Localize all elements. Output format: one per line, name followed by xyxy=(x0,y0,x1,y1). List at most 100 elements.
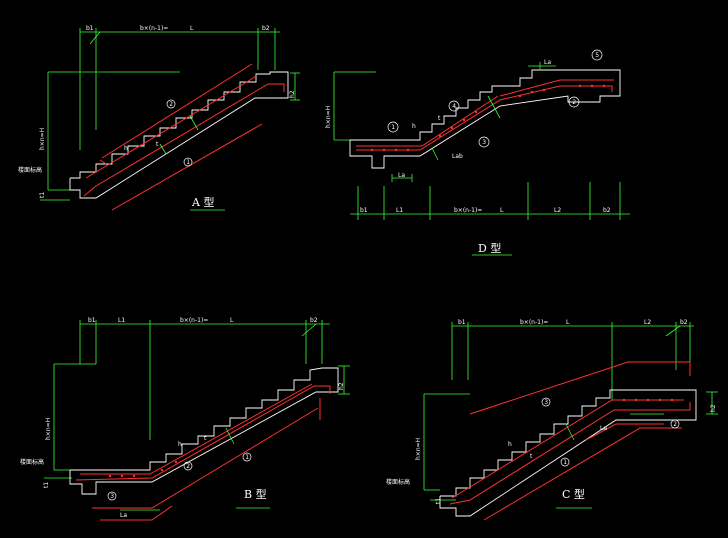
panel-a-dim-h2: h2 xyxy=(289,90,296,98)
panel-d-dim-l: L xyxy=(500,207,504,214)
panel-a-floor-label: 楼面标高 xyxy=(18,166,42,174)
panel-d-circle-5: 5 xyxy=(591,49,603,61)
panel-b-labels: b1 L1 b×(n-1)= L b2 h×n=H h2 t1 楼面标高 La … xyxy=(20,317,345,519)
panel-b-rebar-dots xyxy=(108,460,178,478)
svg-text:3: 3 xyxy=(110,493,114,500)
panel-b-label-la: La xyxy=(120,512,127,519)
panel-a-stair-outline xyxy=(69,71,289,199)
svg-text:2: 2 xyxy=(673,421,677,428)
panel-b-dim-l1: L1 xyxy=(118,317,125,324)
panel-c-title: C 型 xyxy=(562,487,585,501)
panel-d-label-h: h xyxy=(412,123,416,130)
svg-text:1: 1 xyxy=(245,454,249,461)
panel-c-floor-label: 楼面标高 xyxy=(386,478,410,486)
panel-d-dim-bn: b×(n-1)= xyxy=(454,207,482,214)
panel-b-circle-2: 2 xyxy=(183,461,193,471)
panel-a-dim-b2: b2 xyxy=(262,25,270,32)
panel-c-stair-outline xyxy=(439,389,697,517)
panel-d-labels: h×n=H b1 L1 b×(n-1)= L L2 b2 La Lab h t … xyxy=(325,49,611,255)
svg-text:5: 5 xyxy=(595,52,599,59)
panel-a-circle-2: 2 xyxy=(166,99,176,109)
svg-text:3: 3 xyxy=(544,399,548,406)
panel-c-rebar-dots xyxy=(622,398,674,402)
panel-c-rebar xyxy=(449,361,691,521)
panel-a-dim-bn: b×(n-1)= xyxy=(140,25,168,32)
panel-c-dim-b1: b1 xyxy=(458,319,466,326)
svg-text:1: 1 xyxy=(391,124,395,131)
panel-b: b1 L1 b×(n-1)= L b2 h×n=H h2 t1 楼面标高 La … xyxy=(20,317,350,521)
panel-d-dim-h: h×n=H xyxy=(325,106,332,128)
panel-a-dimension-lines xyxy=(40,28,300,211)
panel-c-labels: b1 b×(n-1)= L L2 b2 h×n=H h2 t1 楼面标高 La … xyxy=(386,319,717,504)
panel-c-dim-t1: t1 xyxy=(435,498,442,504)
panel-b-circle-3: 3 xyxy=(107,491,117,501)
panel-b-dim-h2: h2 xyxy=(338,382,345,390)
panel-d-dimension-lines xyxy=(333,71,630,256)
panel-d-rebar xyxy=(356,62,614,161)
panel-b-circle-1: 1 xyxy=(242,452,252,462)
panel-c-dim-b2: b2 xyxy=(680,319,688,326)
panel-c: b1 b×(n-1)= L L2 b2 h×n=H h2 t1 楼面标高 La … xyxy=(386,319,718,521)
panel-b-dim-b1: b1 xyxy=(88,317,96,324)
panel-b-floor-label: 楼面标高 xyxy=(20,458,44,466)
panel-c-dim-l: L xyxy=(566,319,570,326)
panel-c-label-la: La xyxy=(600,425,607,432)
panel-d-circle-3: 3 xyxy=(478,136,490,148)
panel-c-dim-h2: h2 xyxy=(710,404,717,412)
panel-b-title: B 型 xyxy=(244,487,267,501)
svg-text:2: 2 xyxy=(169,101,173,108)
panel-a: b1 b×(n-1)= L b2 h×n=H h2 t1 楼面标高 h t 2 … xyxy=(18,25,300,211)
panel-a-dim-h: h×n=H xyxy=(39,128,46,150)
svg-text:2: 2 xyxy=(572,99,576,106)
panel-c-circle-3: 3 xyxy=(541,397,551,407)
panel-d-label-la2: La xyxy=(544,59,551,66)
panel-d-dim-l2: L2 xyxy=(554,207,561,214)
panel-b-label-h: h xyxy=(178,441,182,448)
panel-a-label-h: h xyxy=(124,145,128,152)
panel-a-circle-1: 1 xyxy=(183,157,193,167)
panel-a-labels: b1 b×(n-1)= L b2 h×n=H h2 t1 楼面标高 h t 2 … xyxy=(18,25,296,209)
panel-b-label-t: t xyxy=(204,435,207,442)
panel-d: h×n=H b1 L1 b×(n-1)= L L2 b2 La Lab h t … xyxy=(325,49,630,256)
panel-b-dim-l: L xyxy=(230,317,234,324)
svg-text:4: 4 xyxy=(452,103,456,110)
panel-b-stair-outline xyxy=(69,367,339,495)
panel-d-circle-4: 4 xyxy=(448,100,460,112)
panel-c-label-h: h xyxy=(508,441,512,448)
panel-d-circle-2: 2 xyxy=(568,96,580,108)
panel-a-dim-t1: t1 xyxy=(39,192,46,198)
panel-b-dim-t1: t1 xyxy=(43,482,50,488)
svg-text:2: 2 xyxy=(186,463,190,470)
panel-d-circle-1: 1 xyxy=(387,121,399,133)
panel-b-dim-b2: b2 xyxy=(310,317,318,324)
panel-c-dim-l2: L2 xyxy=(644,319,651,326)
panel-a-dim-b1: b1 xyxy=(86,25,94,32)
panel-d-dim-l1: L1 xyxy=(396,207,403,214)
panel-c-circle-1: 1 xyxy=(560,457,570,467)
panel-b-dimension-lines xyxy=(44,320,350,509)
panel-c-circle-2: 2 xyxy=(670,419,680,429)
panel-d-title: D 型 xyxy=(478,241,501,255)
panel-c-dim-h: h×n=H xyxy=(415,438,422,460)
panel-a-rebar xyxy=(83,63,285,211)
panel-b-rebar xyxy=(75,383,331,521)
panel-c-dim-bn: b×(n-1)= xyxy=(520,319,548,326)
panel-a-title: A 型 xyxy=(191,195,214,209)
panel-d-label-t: t xyxy=(438,115,441,122)
panel-d-stair-outline xyxy=(349,69,621,169)
panel-d-rebar-dots xyxy=(370,84,606,152)
panel-a-label-t: t xyxy=(156,141,159,148)
panel-d-dim-b1: b1 xyxy=(360,207,368,214)
panel-d-label-lab: Lab xyxy=(452,153,463,160)
panel-b-dim-h: h×n=H xyxy=(45,418,52,440)
panel-d-label-la: La xyxy=(398,172,405,179)
panel-d-dim-b2: b2 xyxy=(603,207,611,214)
svg-text:1: 1 xyxy=(563,459,567,466)
panel-b-dim-bn: b×(n-1)= xyxy=(180,317,208,324)
svg-text:3: 3 xyxy=(482,139,486,146)
panel-c-label-t: t xyxy=(530,453,533,460)
svg-text:1: 1 xyxy=(186,159,190,166)
panel-a-dim-l: L xyxy=(190,25,194,32)
